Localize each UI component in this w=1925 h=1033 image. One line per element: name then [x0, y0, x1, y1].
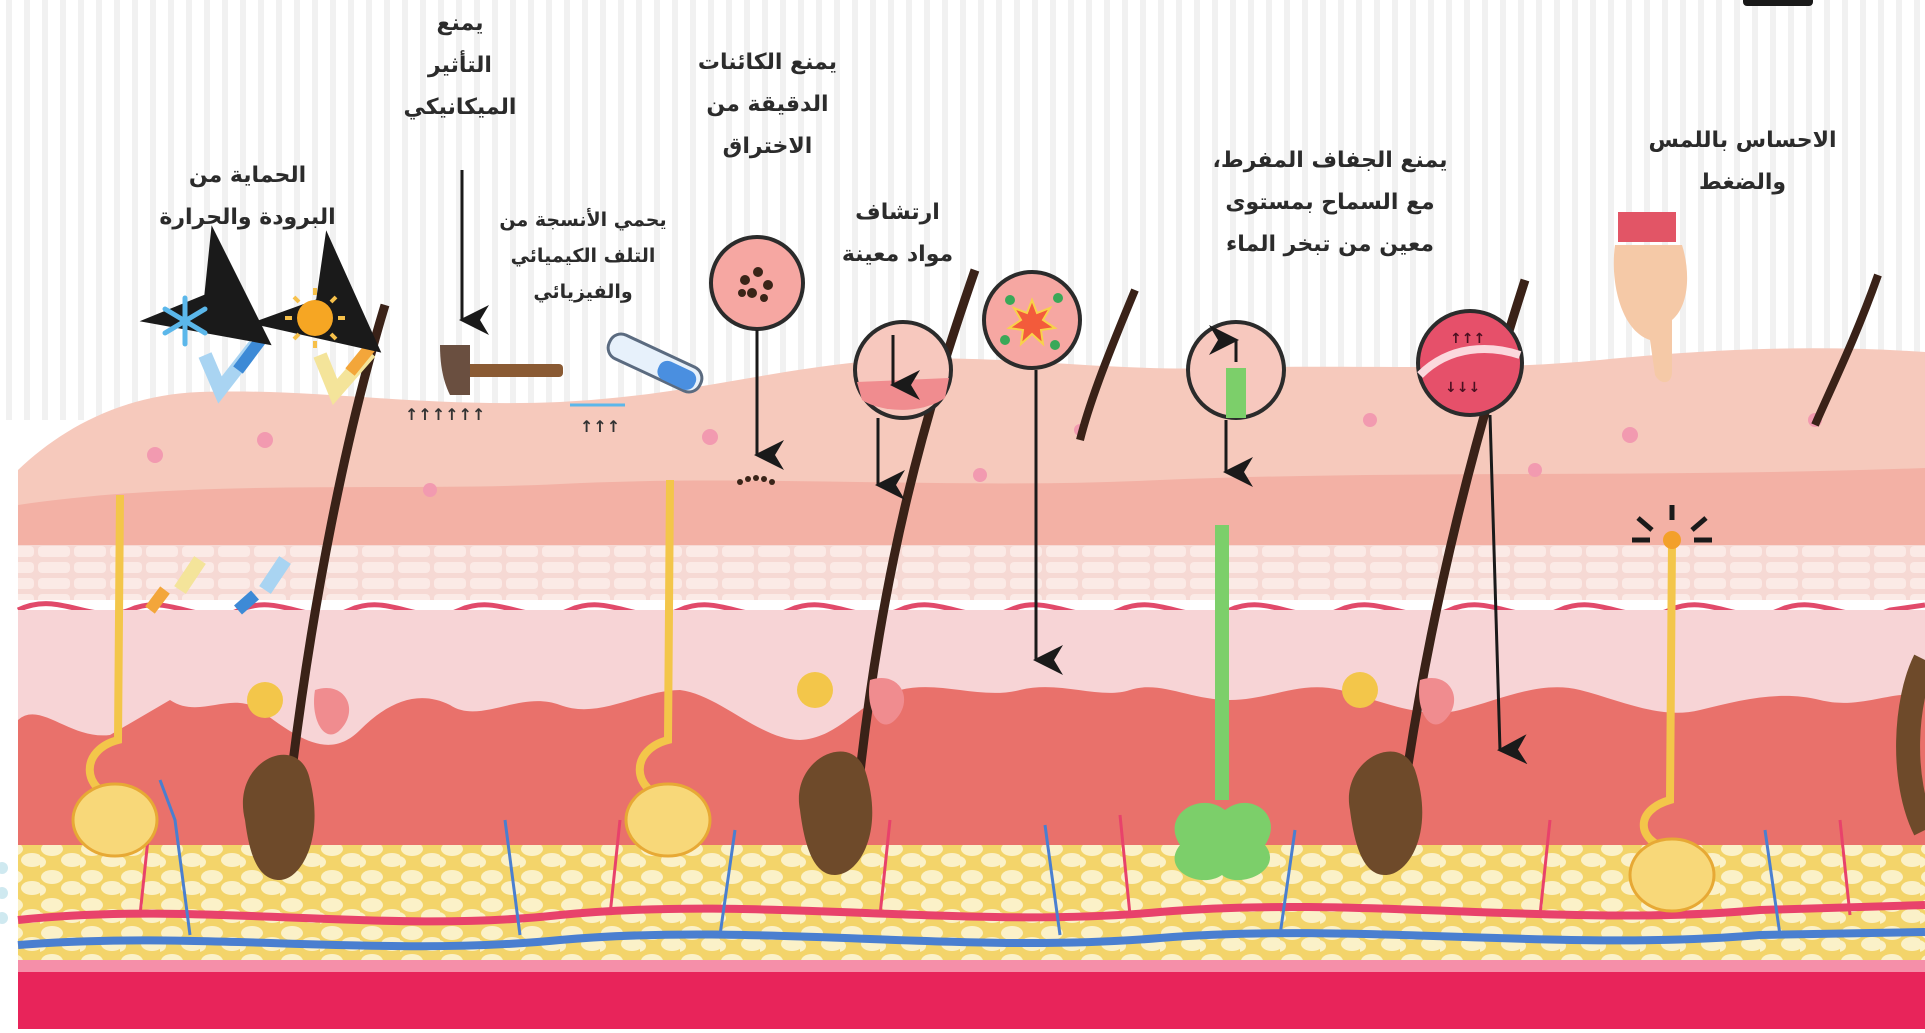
- evaporation-circle-icon: ↑↑↑ ↓↓↓: [1418, 311, 1522, 415]
- label-chemical-protection: يحمي الأنسجة من التلف الكيميائي والفيزيا…: [468, 202, 698, 310]
- label-temperature-protection: الحماية من البرودة والحرارة: [125, 155, 370, 239]
- label-dehydration-protection: يمنع الجفاف المفرط، مع السماح بمستوى معي…: [1180, 140, 1480, 266]
- water-circle-icon: [1188, 322, 1284, 418]
- label-absorption: ارتشاف مواد معينة: [815, 192, 980, 276]
- cell-layer: [18, 545, 1925, 600]
- base-band: [18, 970, 1925, 1029]
- svg-text:↑↑↑↑↑↑: ↑↑↑↑↑↑: [405, 405, 485, 424]
- svg-text:↑↑↑: ↑↑↑: [1450, 331, 1485, 347]
- corner-mark: [1743, 0, 1813, 6]
- absorption-circle-icon: [855, 322, 951, 418]
- base-band-shade: [18, 960, 1925, 972]
- label-touch-sensation: الاحساس باللمس والضغط: [1620, 120, 1865, 204]
- svg-text:↓↓↓: ↓↓↓: [1445, 380, 1480, 396]
- impact-arrows: ↑↑↑↑↑↑: [405, 405, 485, 424]
- svg-text:↑↑↑: ↑↑↑: [580, 417, 620, 436]
- infection-circle-icon: [984, 272, 1080, 368]
- nerve-ending-icon: [1663, 531, 1681, 549]
- microbe-circle-icon: [711, 237, 803, 329]
- label-microbe-protection: يمنع الكائنات الدقيقة من الاختراق: [660, 42, 875, 168]
- label-mechanical-protection: يمنع التأثير الميكانيكي: [385, 3, 535, 129]
